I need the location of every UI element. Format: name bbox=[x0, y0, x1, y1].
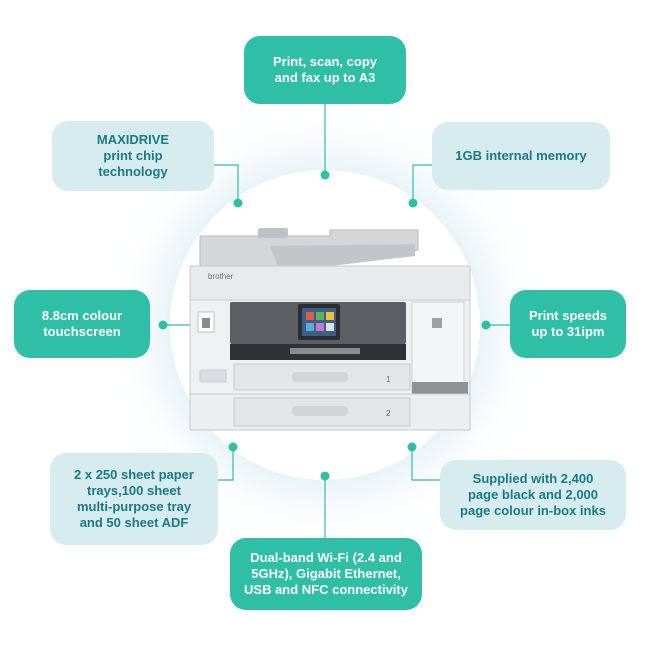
dot-top-right bbox=[408, 198, 418, 208]
feature-text: MAXIDRIVE print chip technology bbox=[96, 132, 170, 179]
dot-top bbox=[320, 170, 330, 180]
tray-1-number: 1 bbox=[386, 375, 391, 384]
dot-right bbox=[481, 320, 491, 330]
feature-box-print-scan-copy-fax: Print, scan, copy and fax up to A3 bbox=[244, 36, 406, 104]
feature-text: Print, scan, copy and fax up to A3 bbox=[272, 54, 378, 85]
dot-left bbox=[158, 320, 168, 330]
feature-box-print-speeds: Print speeds up to 31ipm bbox=[510, 290, 626, 358]
dot-top-left bbox=[233, 198, 243, 208]
feature-box-internal-memory: 1GB internal memory bbox=[432, 122, 610, 190]
printer-image: brother 1 2 bbox=[189, 228, 471, 431]
feature-box-maxidrive: MAXIDRIVE print chip technology bbox=[52, 121, 214, 191]
feature-text: 1GB internal memory bbox=[455, 148, 587, 163]
dot-bottom-left bbox=[228, 442, 238, 452]
feature-text: Supplied with 2,400 page black and 2,000… bbox=[460, 471, 606, 518]
feature-text: 8.8cm colour touchscreen bbox=[41, 308, 123, 339]
dot-bottom bbox=[320, 471, 330, 481]
feature-text: 2 x 250 sheet paper trays,100 sheet mult… bbox=[74, 467, 194, 530]
feature-text: Dual-band Wi-Fi (2.4 and 5GHz), Gigabit … bbox=[244, 550, 408, 597]
feature-box-paper-trays: 2 x 250 sheet paper trays,100 sheet mult… bbox=[50, 453, 218, 545]
brand-logo: brother bbox=[208, 272, 234, 281]
dot-bottom-right bbox=[407, 442, 417, 452]
tray-2-number: 2 bbox=[386, 409, 391, 418]
feature-box-connectivity: Dual-band Wi-Fi (2.4 and 5GHz), Gigabit … bbox=[230, 538, 422, 610]
feature-box-in-box-inks: Supplied with 2,400 page black and 2,000… bbox=[440, 460, 626, 530]
feature-text: Print speeds up to 31ipm bbox=[528, 308, 608, 339]
feature-box-touchscreen: 8.8cm colour touchscreen bbox=[14, 290, 150, 358]
